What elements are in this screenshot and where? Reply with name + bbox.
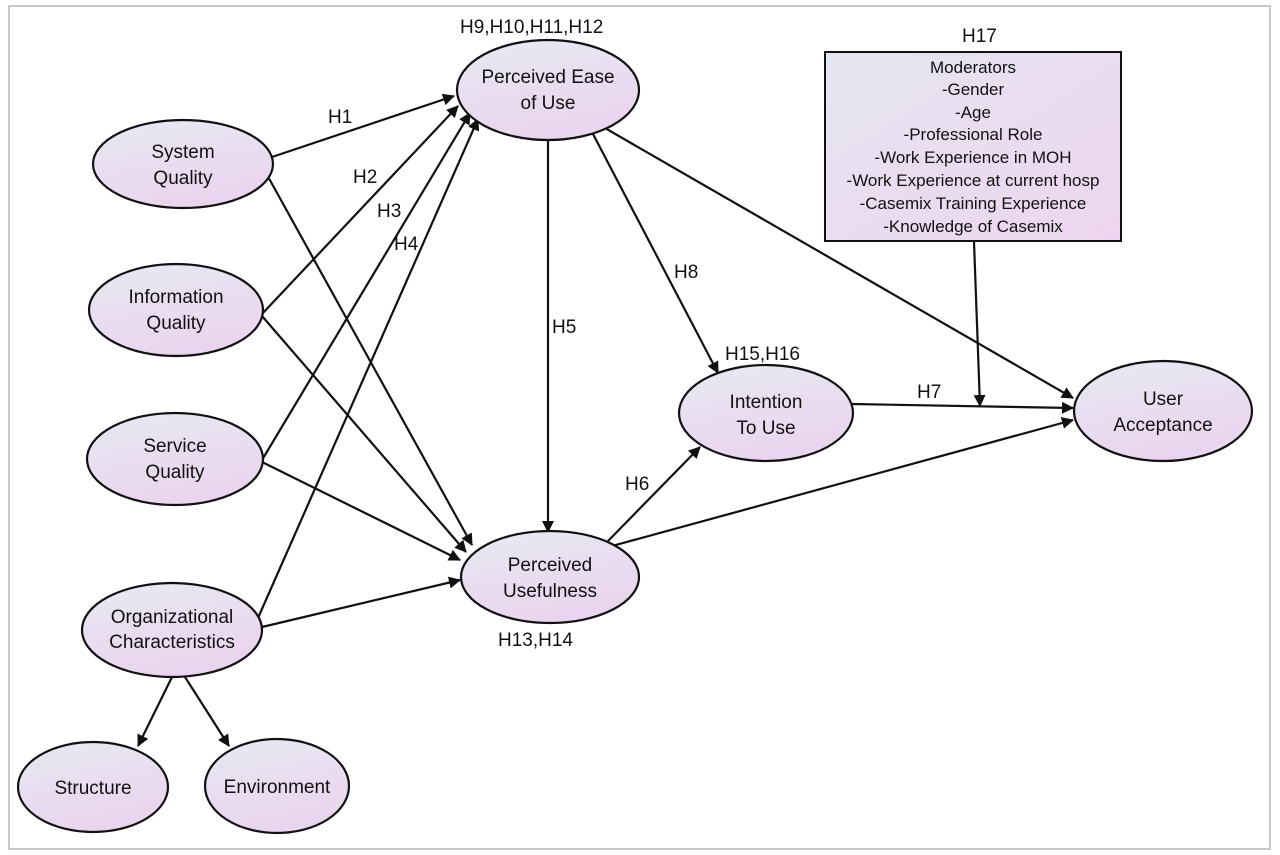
moderator-item: -Professional Role [904,125,1043,144]
edge-svq-peou [261,112,471,461]
edge-iq-pu [261,315,467,553]
node-label: Quality [146,313,206,334]
node-environment: Environment [203,737,351,835]
node-label: Quality [153,168,213,189]
node-user-acceptance: User Acceptance [1072,359,1254,463]
moderators-title: Moderators [930,58,1016,77]
hypothesis-label-h7: H7 [917,382,941,403]
edge-iq-peou [261,105,459,315]
hypothesis-label-h17: H17 [962,26,997,47]
edge-oc-peou [256,118,480,619]
edge-pu-itu [607,446,701,542]
node-intention-to-use: Intention To Use [677,363,855,463]
node-label: Acceptance [1113,415,1212,436]
hypothesis-label-h2: H2 [353,167,377,188]
moderator-item: -Knowledge of Casemix [883,217,1063,236]
moderator-item: -Work Experience in MOH [874,148,1071,167]
node-label: Service [143,436,206,457]
edge-oc-structure [137,676,173,747]
moderator-item: -Age [955,103,991,122]
hypothesis-label-h3: H3 [377,201,401,222]
hypothesis-label-h8: H8 [674,262,698,283]
node-label: Usefulness [503,581,597,602]
node-label: Characteristics [109,632,235,653]
node-perceived-ease-of-use: Perceived Ease of Use [455,38,641,142]
node-label: Quality [145,462,205,483]
node-label: of Use [521,93,576,114]
edge-itu-ua [851,401,1074,414]
node-label: Information [128,287,223,308]
node-organizational-characteristics: Organizational Characteristics [80,581,264,679]
edge-oc-environment [184,676,230,747]
hypothesis-label-h6: H6 [625,474,649,495]
node-label: Organizational [111,607,234,628]
node-label: To Use [736,418,795,439]
node-perceived-usefulness: Perceived Usefulness [459,529,641,625]
node-label: Perceived Ease [481,67,614,88]
node-label: System [151,142,214,163]
hypothesis-label-itu-group: H15,H16 [725,344,800,365]
node-label: Environment [224,777,331,798]
node-label: Structure [54,778,131,799]
edge-svq-pu [261,461,461,561]
edge-peou-ua [597,123,1074,399]
edge-peou-itu [592,133,719,374]
moderator-item: -Work Experience at current hosp [847,171,1100,190]
hypothesis-label-h5: H5 [552,317,576,338]
moderator-item: -Casemix Training Experience [860,194,1087,213]
node-system-quality: System Quality [91,118,275,210]
node-label: User [1143,389,1184,410]
node-information-quality: Information Quality [87,262,265,358]
hypothesis-label-h1: H1 [328,107,352,128]
edge-sq-peou [271,93,455,159]
edge-sq-pu [265,172,473,546]
node-label: Perceived [508,555,593,576]
hypothesis-label-peou-group: H9,H10,H11,H12 [460,17,603,38]
edge-oc-pu [261,576,461,629]
node-structure: Structure [16,740,170,834]
edge-moderators-h7 [972,241,986,407]
edges [137,93,1074,747]
hypothesis-label-h4: H4 [394,234,419,255]
moderator-item: -Gender [942,80,1005,99]
node-label: Intention [730,392,803,413]
hypothesis-labels: H1 H2 H3 H4 H5 H6 H7 H8 H9,H10,H11,H12 H… [328,17,997,651]
edge-pu-ua [611,417,1074,548]
hypothesis-label-pu-group: H13,H14 [498,630,573,651]
moderators-box: Moderators -Gender -Age -Professional Ro… [824,51,1122,242]
node-service-quality: Service Quality [85,411,265,507]
